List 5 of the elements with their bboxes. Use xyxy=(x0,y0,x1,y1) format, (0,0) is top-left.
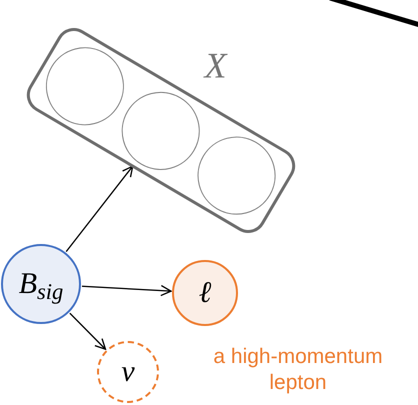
arrow xyxy=(66,166,134,252)
arrow xyxy=(69,312,106,350)
annotation-text: a high-momentum lepton xyxy=(212,344,384,396)
arrow xyxy=(82,284,172,296)
group-label: X xyxy=(204,47,226,84)
